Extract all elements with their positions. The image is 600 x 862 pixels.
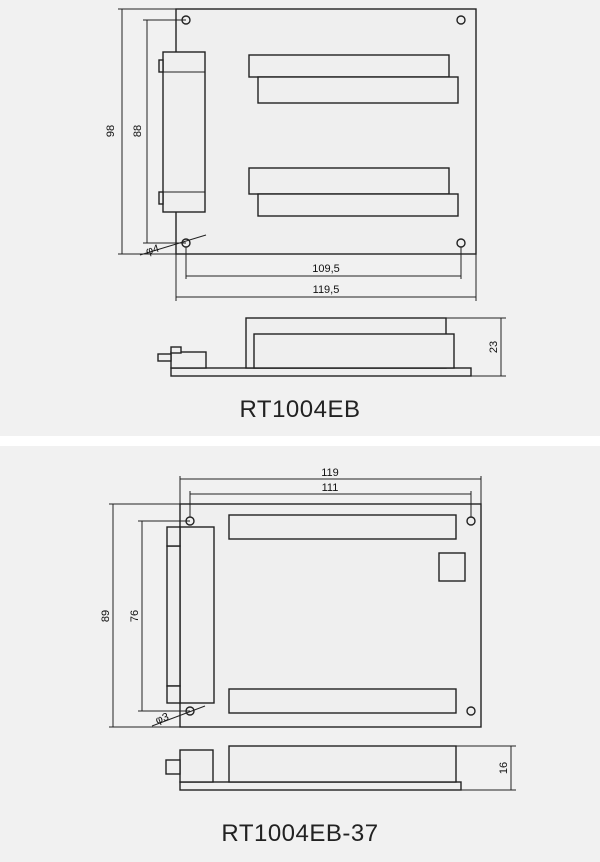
connector-tab — [158, 59, 164, 73]
connector-face — [166, 545, 181, 687]
header-connector — [248, 167, 450, 195]
connector-tab — [166, 685, 181, 704]
bottom-drawing-panel: 119 111 89 76 φ3 16 RT1004EB-37 — [0, 446, 600, 862]
header-profile — [253, 333, 455, 369]
connector-profile — [170, 346, 182, 354]
connector-tab — [166, 526, 181, 547]
dim-height-outer: 98 — [105, 125, 117, 137]
side-connector — [162, 51, 206, 213]
mounting-hole — [466, 706, 476, 716]
leader-line — [139, 234, 207, 256]
dim-hole: φ4 — [145, 243, 161, 258]
mounting-hole — [456, 15, 466, 25]
dim-width-inner: 111 — [322, 482, 339, 494]
rt1004eb-drawing: 98 88 φ4 109,5 119,5 23 — [105, 8, 506, 377]
side-connector — [179, 526, 215, 704]
dim-height-inner: 88 — [132, 125, 144, 137]
board-edge — [179, 781, 462, 791]
drawing-title: RT1004EB — [239, 396, 361, 423]
connector-profile — [179, 749, 214, 783]
dim-height-inner: 76 — [129, 610, 141, 622]
dim-side-height: 16 — [498, 762, 510, 774]
connector-profile — [170, 351, 207, 369]
header-connector — [228, 514, 457, 540]
connector-profile — [165, 759, 181, 775]
connector-profile — [157, 353, 172, 362]
board-outline — [175, 8, 477, 255]
board-edge — [170, 367, 472, 377]
header-connector — [248, 54, 450, 78]
dim-side-height: 23 — [488, 341, 500, 353]
header-connector — [257, 193, 459, 217]
header-connector — [228, 688, 457, 714]
dim-height-outer: 89 — [100, 610, 112, 622]
top-drawing-panel: 98 88 φ4 109,5 119,5 23 — [0, 0, 600, 436]
header-connector — [257, 76, 459, 104]
dim-width-inner: 109,5 — [312, 263, 340, 275]
side-view — [165, 745, 462, 791]
rt1004eb-37-drawing: 119 111 89 76 φ3 16 — [100, 467, 516, 791]
leader-line — [151, 705, 206, 727]
dim-width-outer: 119 — [321, 467, 339, 479]
side-view — [157, 317, 472, 377]
drawing-title: RT1004EB-37 — [221, 820, 379, 847]
connector-tab — [158, 191, 164, 205]
dim-hole: φ3 — [154, 711, 171, 727]
dim-width-outer: 119,5 — [313, 284, 340, 296]
header-profile — [228, 745, 457, 783]
chip — [438, 552, 466, 582]
